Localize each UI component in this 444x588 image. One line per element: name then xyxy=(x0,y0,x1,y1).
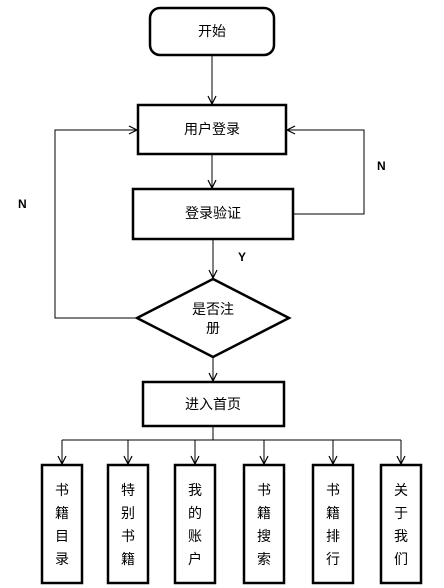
menu-box-3-char: 我 xyxy=(188,483,202,499)
login-node xyxy=(136,103,288,156)
decision-node xyxy=(134,277,292,359)
menu-box-3-char: 账 xyxy=(188,529,202,545)
menu-box-4 xyxy=(242,463,286,585)
menu-box-3-char: 户 xyxy=(188,551,202,568)
menu-box-6 xyxy=(379,463,423,585)
verify-label: 登录验证 xyxy=(185,206,241,222)
edge-verify-fail-loop xyxy=(287,130,365,215)
menu-box-5-char: 排 xyxy=(326,529,340,545)
menu-box-1-char: 录 xyxy=(55,552,69,568)
menu-box-5 xyxy=(311,463,355,585)
menu-box-6-char: 于 xyxy=(394,506,408,522)
menu-box-5-char: 籍 xyxy=(326,505,340,522)
menu-box-4-char: 搜 xyxy=(257,529,271,545)
verify-fail-label: N xyxy=(377,159,386,173)
menu-box-6-char: 关 xyxy=(394,483,408,499)
edge-not-registered-loop xyxy=(54,130,137,319)
menu-box-4-char: 籍 xyxy=(257,505,271,522)
menu-box-1-char: 目 xyxy=(55,529,69,545)
home-node xyxy=(141,380,286,428)
menu-box-2-char: 特 xyxy=(121,483,135,499)
decision-label-line1: 是否注 xyxy=(192,302,234,318)
start-label: 开始 xyxy=(198,24,226,40)
login-label: 用户登录 xyxy=(184,121,240,138)
verify-ok-label: Y xyxy=(238,250,246,264)
menu-box-3-char: 的 xyxy=(188,506,202,522)
menu-box-2 xyxy=(106,463,150,585)
home-label: 进入首页 xyxy=(185,397,241,413)
menu-box-1-char: 书 xyxy=(55,483,69,499)
menu-box-4-char: 索 xyxy=(257,551,271,568)
not-registered-label: N xyxy=(18,197,27,211)
menu-box-3 xyxy=(173,463,217,585)
decision-label-line2: 册 xyxy=(206,321,220,337)
menu-box-1-char: 籍 xyxy=(55,505,69,522)
menu-box-6-char: 我 xyxy=(394,529,408,545)
menu-box-1 xyxy=(40,463,84,585)
menu-box-2-char: 籍 xyxy=(121,551,135,568)
menu-box-5-char: 书 xyxy=(326,483,340,499)
menu-box-2-char: 书 xyxy=(121,529,135,545)
menu-box-2-char: 别 xyxy=(121,506,135,522)
menu-box-5-char: 行 xyxy=(326,552,340,568)
menu-box-6-char: 们 xyxy=(394,552,408,568)
menu-box-4-char: 书 xyxy=(257,483,271,499)
